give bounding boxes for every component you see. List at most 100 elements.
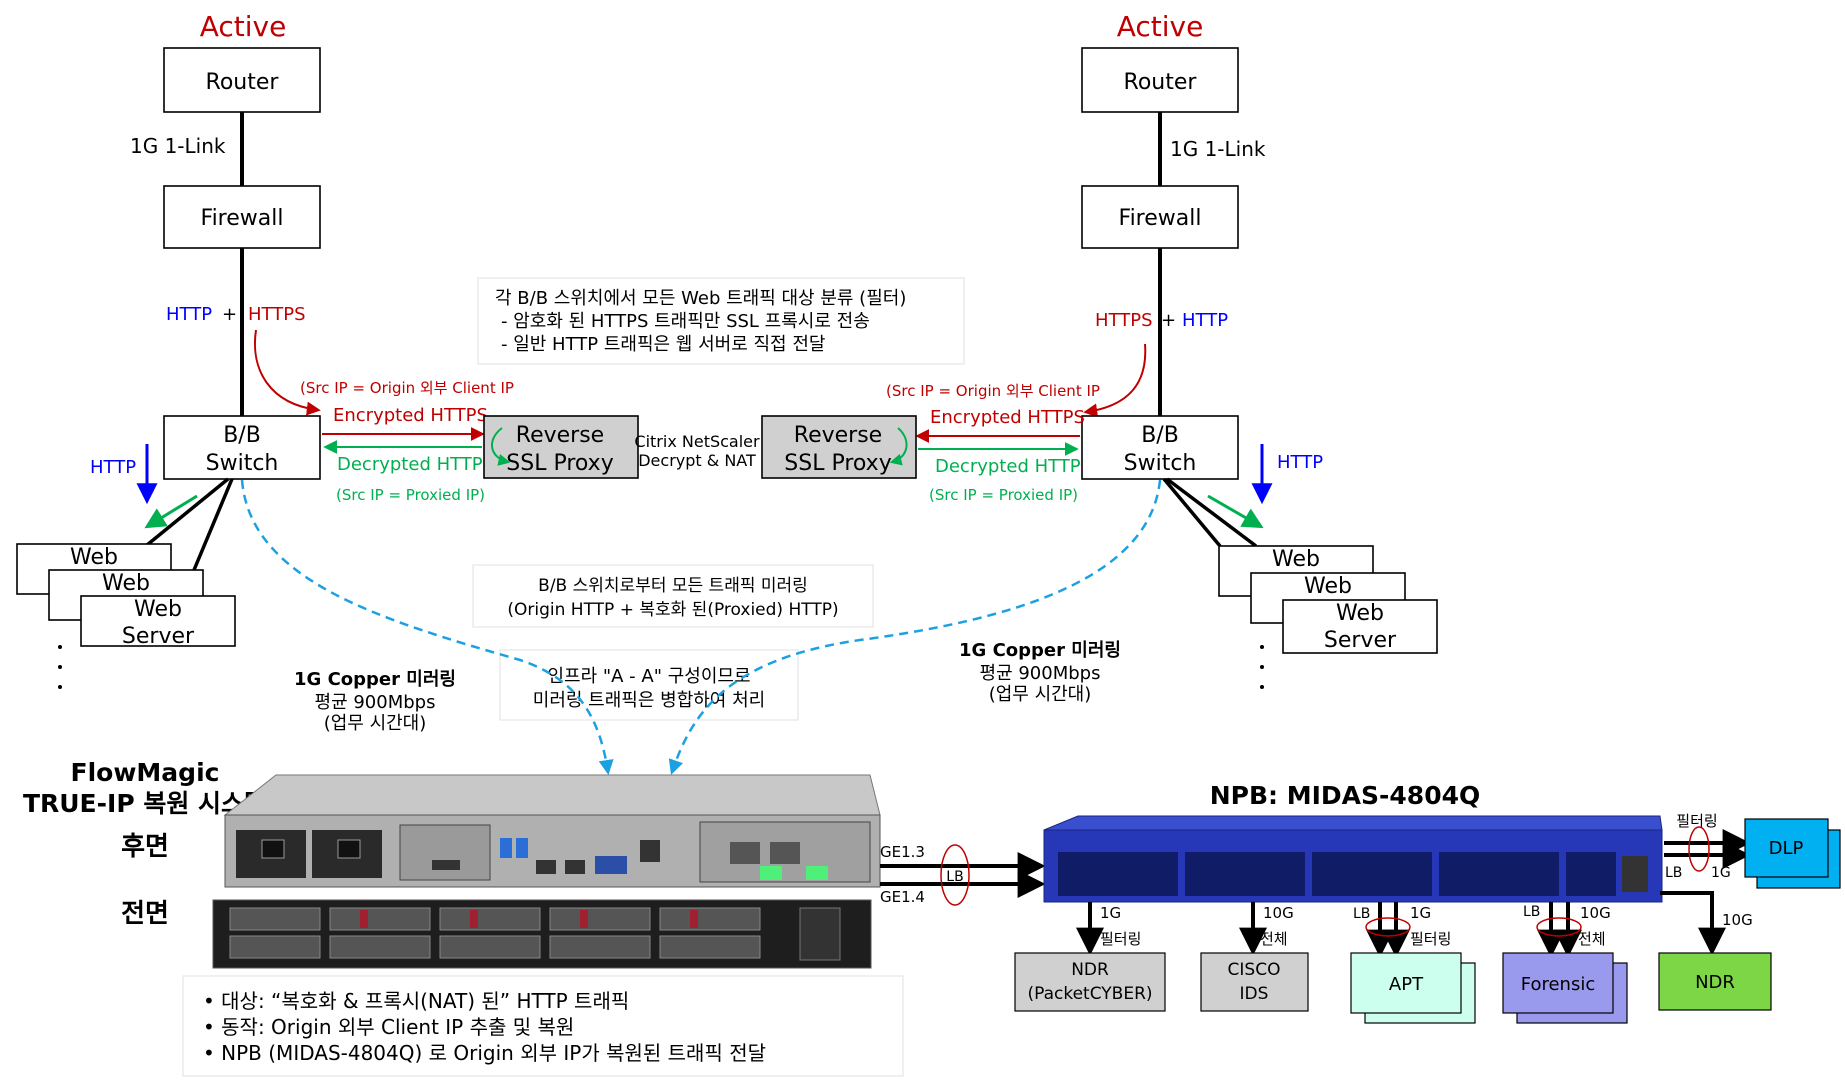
apt-label: APT xyxy=(1389,974,1424,995)
right-web-server-box xyxy=(1282,599,1438,654)
right-proxy-box xyxy=(761,415,917,479)
left-switch-line1: B/B xyxy=(223,423,261,448)
right-firewall-box xyxy=(1081,185,1239,249)
flowmagic-bullet-3: • NPB (MIDAS-4804Q) 로 Origin 외부 IP가 복원된 … xyxy=(203,1041,766,1065)
left-ellipsis-dot-2 xyxy=(58,665,62,669)
lb-ellipse xyxy=(940,844,970,906)
npb-ids-speed: 10G xyxy=(1263,904,1294,922)
left-active-label: Active xyxy=(200,10,287,43)
left-mirror-avg: 평균 900Mbps xyxy=(315,692,436,713)
right-firewall-label: Firewall xyxy=(1119,206,1202,231)
ge13-label: GE1.3 xyxy=(880,843,925,861)
left-switch-line2: Switch xyxy=(206,451,279,476)
npb-device xyxy=(1043,815,1663,903)
npb-apt-lb: LB xyxy=(1353,906,1370,922)
left-mirror-dashed-arrow xyxy=(240,479,614,775)
left-web-server-line2: Server xyxy=(122,624,195,649)
right-http-down-label: HTTP xyxy=(1277,452,1323,473)
right-ellipsis-dot-2 xyxy=(1260,665,1264,669)
npb-ndr-arrow xyxy=(1660,891,1726,956)
right-proxy-line2: SSL Proxy xyxy=(784,451,891,476)
dlp-label: DLP xyxy=(1769,838,1804,859)
aa-note-box xyxy=(499,649,799,721)
left-proxy-line2: SSL Proxy xyxy=(506,451,613,476)
filter-note-line3: - 일반 HTTP 트래픽은 웹 서버로 직접 전달 xyxy=(501,334,825,355)
flowmagic-title-1: FlowMagic xyxy=(71,758,220,787)
right-ellipsis-dot-1 xyxy=(1260,645,1264,649)
right-decrypted-label: Decrypted HTTP xyxy=(935,456,1081,477)
npb-ndr-speed: 10G xyxy=(1722,911,1753,929)
npb-dlp-ellipse xyxy=(1688,826,1710,872)
cisco-ids-line2: IDS xyxy=(1240,984,1269,1004)
citrix-line2: Decrypt & NAT xyxy=(638,451,756,470)
filter-note-box xyxy=(477,277,965,365)
right-proxy-line1: Reverse xyxy=(794,423,882,448)
left-web-label-2: Web xyxy=(102,571,150,596)
left-plus-label: + xyxy=(222,304,237,325)
flowmagic-front-label: 전면 xyxy=(121,899,169,929)
filter-note-line2: - 암호화 된 HTTPS 트래픽만 SSL 프록시로 전송 xyxy=(501,311,870,332)
left-switch-web-line2 xyxy=(192,478,234,571)
ge14-label: GE1.4 xyxy=(880,888,925,906)
ndr-label: NDR xyxy=(1695,972,1735,993)
npb-forensic-label: 전체 xyxy=(1578,930,1606,948)
left-green-to-web-arrow xyxy=(144,494,198,529)
right-mirror-avg: 평균 900Mbps xyxy=(980,663,1101,684)
cisco-ids-line1: CISCO xyxy=(1228,960,1281,980)
right-https-curve-arrow xyxy=(1083,343,1147,418)
left-https-curve-arrow xyxy=(254,329,321,416)
right-src-ip-proxied: (Src IP = Proxied IP) xyxy=(929,486,1078,504)
left-switch-web-line1 xyxy=(145,477,230,547)
left-link-label: 1G 1-Link xyxy=(130,134,226,158)
left-src-ip-origin: (Src IP = Origin 외부 Client IP xyxy=(300,379,514,397)
left-src-ip-proxied: (Src IP = Proxied IP) xyxy=(336,486,485,504)
right-web-label-2: Web xyxy=(1304,574,1352,599)
left-proxy-loop-arrow xyxy=(491,427,511,466)
npb-dlp-speed: 1G xyxy=(1711,865,1731,881)
right-router-label: Router xyxy=(1124,70,1198,95)
right-ellipsis-dot-3 xyxy=(1260,685,1264,689)
citrix-line1: Citrix NetScaler xyxy=(634,432,760,451)
left-http-label: HTTP xyxy=(166,304,212,325)
flowmagic-bullet-2: • 동작: Origin 외부 Client IP 추출 및 복원 xyxy=(203,1015,574,1039)
right-mirror-time: (업무 시간대) xyxy=(989,684,1092,705)
left-firewall-label: Firewall xyxy=(201,206,284,231)
right-plus-label: + xyxy=(1161,310,1176,331)
npb-forensic-lb: LB xyxy=(1523,904,1540,920)
right-web-server-line1: Web xyxy=(1336,601,1384,626)
left-web-label-1: Web xyxy=(70,545,118,570)
filter-note-line1: 각 B/B 스위치에서 모든 Web 트래픽 대상 분류 (필터) xyxy=(495,288,906,309)
dlp-box xyxy=(1744,818,1829,878)
aa-note-line1: 인프라 "A - A" 구성이므로 xyxy=(547,666,750,687)
left-mirror-title: 1G Copper 미러링 xyxy=(294,669,456,690)
apt-box xyxy=(1350,952,1462,1014)
left-decrypted-label: Decrypted HTTP xyxy=(337,454,483,475)
npb-forensic-speed: 10G xyxy=(1580,904,1611,922)
right-web-label-1: Web xyxy=(1272,547,1320,572)
cisco-ids-box xyxy=(1200,952,1309,1012)
packetcyber-line1: NDR xyxy=(1071,960,1109,980)
left-http-down-label: HTTP xyxy=(90,457,136,478)
right-proxy-loop-arrow xyxy=(889,427,908,466)
forensic-label: Forensic xyxy=(1521,974,1596,995)
left-firewall-box xyxy=(163,185,321,249)
left-router-label: Router xyxy=(206,70,280,95)
mirror-note-box xyxy=(472,564,874,628)
left-ellipsis-dot-3 xyxy=(58,685,62,689)
left-proxy-line1: Reverse xyxy=(516,423,604,448)
npb-title: NPB: MIDAS-4804Q xyxy=(1210,781,1481,810)
right-encrypted-label: Encrypted HTTPS xyxy=(930,407,1085,428)
left-encrypted-label: Encrypted HTTPS xyxy=(333,405,488,426)
right-router-box xyxy=(1081,47,1239,113)
left-web-server-box xyxy=(80,595,236,647)
left-switch-box xyxy=(163,415,321,480)
left-ellipsis-dot-1 xyxy=(58,645,62,649)
npb-dlp-lb: LB xyxy=(1665,865,1682,881)
npb-filter-top: 필터링 xyxy=(1676,812,1717,830)
npb-apt-filter: 필터링 xyxy=(1410,930,1451,948)
npb-forensic-ellipse xyxy=(1536,917,1582,937)
right-switch-web-line1 xyxy=(1165,477,1258,548)
npb-apt-ellipse xyxy=(1365,917,1411,937)
right-web-server-line2: Server xyxy=(1324,628,1397,653)
right-switch-line1: B/B xyxy=(1141,423,1179,448)
